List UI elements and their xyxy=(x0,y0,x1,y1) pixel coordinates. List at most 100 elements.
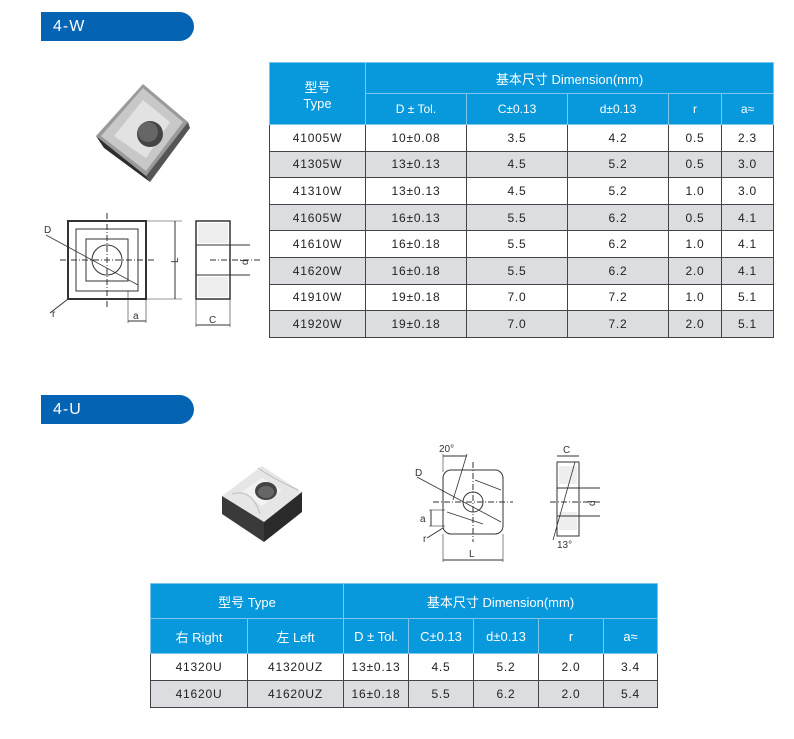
cell-type: 41620W xyxy=(269,256,366,285)
cell-D: 13±0.13 xyxy=(365,177,467,205)
cell-right: 41620U xyxy=(150,680,248,708)
cell-right: 41320U xyxy=(150,653,248,681)
cell-type: 41920W xyxy=(269,310,366,338)
table-row: 41320U 41320UZ 13±0.13 4.5 5.2 2.0 3.4 xyxy=(150,653,658,681)
cell-d: 5.2 xyxy=(567,150,669,179)
cell-type: 41610W xyxy=(269,230,366,258)
insert-4w-render-image xyxy=(96,84,190,182)
insert-4u-technical-drawing: 20° D a r L C d 13° xyxy=(415,444,600,562)
spec-table-4w: 型号 Type 基本尺寸 Dimension(mm) D ± Tol. C±0.… xyxy=(269,62,774,338)
table-row: 41910W 19±0.18 7.0 7.2 1.0 5.1 xyxy=(269,283,774,312)
cell-r: 0.5 xyxy=(668,203,722,232)
table-row: 41620U 41620UZ 16±0.18 5.5 6.2 2.0 5.4 xyxy=(150,680,658,708)
svg-text:d: d xyxy=(587,500,598,506)
cell-left: 41320UZ xyxy=(247,653,344,681)
cell-C: 5.5 xyxy=(466,203,568,232)
table-row: 41310W 13±0.13 4.5 5.2 1.0 3.0 xyxy=(269,177,774,205)
cell-r: 2.0 xyxy=(668,256,722,285)
type-header: 型号 Type xyxy=(150,583,344,619)
cell-C: 5.5 xyxy=(408,680,474,708)
svg-text:13°: 13° xyxy=(557,540,572,551)
cell-r: 0.5 xyxy=(668,150,722,179)
cell-type: 41605W xyxy=(269,203,366,232)
cell-D: 19±0.18 xyxy=(365,310,467,338)
cell-a: 3.4 xyxy=(603,653,658,681)
cell-r: 1.0 xyxy=(668,283,722,312)
cell-C: 4.5 xyxy=(408,653,474,681)
col-header-left: 左 Left xyxy=(247,618,344,654)
cell-d: 6.2 xyxy=(473,680,539,708)
svg-text:C: C xyxy=(563,445,570,456)
spec-table-4u: 型号 Type 基本尺寸 Dimension(mm) 右 Right 左 Lef… xyxy=(150,583,658,708)
cell-D: 10±0.08 xyxy=(365,124,467,152)
cell-d: 5.2 xyxy=(567,177,669,205)
svg-text:a: a xyxy=(133,311,139,322)
table-row: 41305W 13±0.13 4.5 5.2 0.5 3.0 xyxy=(269,150,774,179)
cell-a: 5.1 xyxy=(721,283,774,312)
col-header-d: d±0.13 xyxy=(567,93,669,125)
type-header-cn: 型号 xyxy=(304,79,331,95)
cell-D: 13±0.13 xyxy=(343,653,409,681)
svg-text:20°: 20° xyxy=(439,444,454,455)
cell-a: 4.1 xyxy=(721,256,774,285)
cell-type: 41910W xyxy=(269,283,366,312)
cell-a: 3.0 xyxy=(721,150,774,179)
cell-a: 5.1 xyxy=(721,310,774,338)
svg-text:D: D xyxy=(44,225,51,236)
cell-d: 5.2 xyxy=(473,653,539,681)
svg-text:L: L xyxy=(469,549,475,560)
type-header: 型号 Type xyxy=(269,62,366,125)
dimension-header: 基本尺寸 Dimension(mm) xyxy=(365,62,774,94)
cell-d: 7.2 xyxy=(567,283,669,312)
cell-r: 2.0 xyxy=(538,653,604,681)
col-header-a: a≈ xyxy=(603,618,658,654)
cell-d: 6.2 xyxy=(567,230,669,258)
cell-D: 16±0.18 xyxy=(365,256,467,285)
col-header-C: C±0.13 xyxy=(466,93,568,125)
svg-text:a: a xyxy=(420,514,426,525)
type-header-en: Type xyxy=(303,95,332,111)
cell-D: 16±0.13 xyxy=(365,203,467,232)
table-row: 41605W 16±0.13 5.5 6.2 0.5 4.1 xyxy=(269,203,774,232)
cell-a: 4.1 xyxy=(721,203,774,232)
col-header-r: r xyxy=(668,93,722,125)
cell-C: 3.5 xyxy=(466,124,568,152)
cell-D: 16±0.18 xyxy=(365,230,467,258)
table-row: 41920W 19±0.18 7.0 7.2 2.0 5.1 xyxy=(269,310,774,338)
cell-C: 4.5 xyxy=(466,177,568,205)
cell-type: 41005W xyxy=(269,124,366,152)
col-header-r: r xyxy=(538,618,604,654)
cell-type: 41305W xyxy=(269,150,366,179)
cell-C: 7.0 xyxy=(466,310,568,338)
section-label-4w: 4-W xyxy=(41,12,194,41)
svg-text:r: r xyxy=(52,309,56,320)
svg-text:L: L xyxy=(170,257,181,263)
cell-C: 4.5 xyxy=(466,150,568,179)
cell-a: 3.0 xyxy=(721,177,774,205)
cell-r: 1.0 xyxy=(668,177,722,205)
insert-4w-technical-drawing: D L d r a C xyxy=(44,213,260,327)
cell-a: 5.4 xyxy=(603,680,658,708)
cell-type: 41310W xyxy=(269,177,366,205)
table-row: 41620W 16±0.18 5.5 6.2 2.0 4.1 xyxy=(269,256,774,285)
cell-left: 41620UZ xyxy=(247,680,344,708)
insert-4u-render-image xyxy=(222,466,302,542)
dimension-header: 基本尺寸 Dimension(mm) xyxy=(343,583,658,619)
table-row: 41005W 10±0.08 3.5 4.2 0.5 2.3 xyxy=(269,124,774,152)
cell-r: 2.0 xyxy=(538,680,604,708)
section-label-4u: 4-U xyxy=(41,395,194,424)
table-row: 41610W 16±0.18 5.5 6.2 1.0 4.1 xyxy=(269,230,774,258)
cell-r: 0.5 xyxy=(668,124,722,152)
cell-C: 5.5 xyxy=(466,256,568,285)
cell-d: 4.2 xyxy=(567,124,669,152)
cell-D: 19±0.18 xyxy=(365,283,467,312)
cell-D: 16±0.18 xyxy=(343,680,409,708)
cell-D: 13±0.13 xyxy=(365,150,467,179)
col-header-a: a≈ xyxy=(721,93,774,125)
cell-C: 5.5 xyxy=(466,230,568,258)
col-header-d: d±0.13 xyxy=(473,618,539,654)
col-header-D: D ± Tol. xyxy=(343,618,409,654)
cell-a: 2.3 xyxy=(721,124,774,152)
svg-text:r: r xyxy=(423,534,427,545)
col-header-D: D ± Tol. xyxy=(365,93,467,125)
